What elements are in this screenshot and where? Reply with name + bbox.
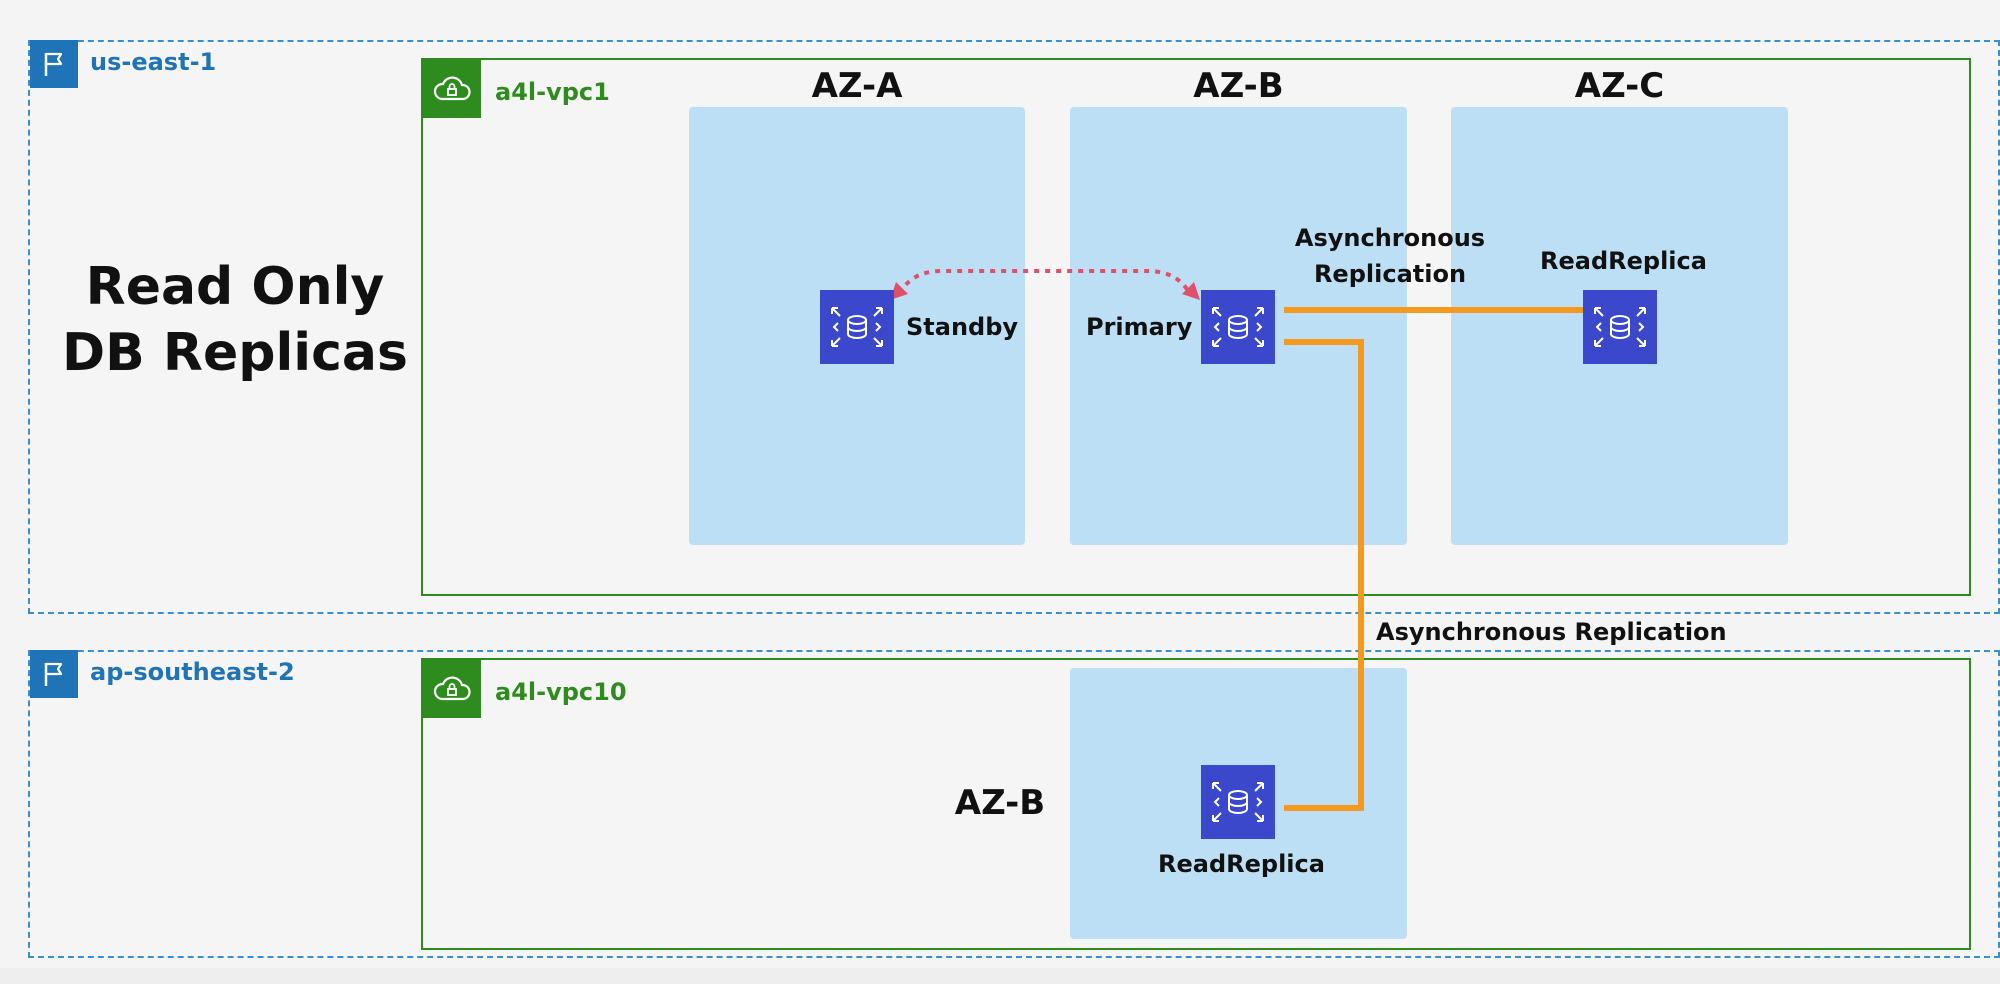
replication-line-primary-to-azc: [1284, 307, 1586, 313]
region-ap-southeast-2: [28, 650, 2000, 958]
region-label-us-east-1: us-east-1: [90, 48, 217, 76]
standby-db-icon[interactable]: [820, 290, 894, 364]
read-replica-azc-db-icon[interactable]: [1583, 290, 1657, 364]
az-b-title: AZ-B: [1193, 66, 1284, 106]
async-replication-line-1: Asynchronous: [1294, 224, 1486, 252]
vpc-label-a4l-vpc1: a4l-vpc1: [495, 78, 610, 106]
cloud-lock-icon: [423, 60, 481, 118]
flag-icon: [30, 40, 78, 88]
cloud-lock-icon: [423, 660, 481, 718]
vpc-a4l-vpc10: [421, 658, 1971, 950]
primary-label: Primary: [1086, 313, 1193, 341]
bottom-strip: [0, 968, 2000, 984]
vpc-label-a4l-vpc10: a4l-vpc10: [495, 678, 627, 706]
read-replica-azc-label: ReadReplica: [1540, 247, 1707, 275]
replication-line-to-apse2: [1284, 805, 1364, 811]
async-replication-label-in-region: Asynchronous Replication: [1290, 220, 1490, 292]
read-replica-apse2-db-icon[interactable]: [1201, 765, 1275, 839]
vpc-a4l-vpc1: [421, 58, 1971, 596]
region-label-ap-southeast-2: ap-southeast-2: [90, 658, 295, 686]
sync-replication-arrow: [890, 269, 1200, 300]
title-line-2: DB Replicas: [62, 323, 408, 383]
async-replication-label-cross-region: Asynchronous Replication: [1376, 618, 1727, 646]
title-line-1: Read Only: [85, 257, 385, 317]
az-c-title: AZ-C: [1574, 66, 1665, 106]
primary-db-icon[interactable]: [1201, 290, 1275, 364]
standby-label: Standby: [906, 313, 1019, 341]
replication-line-vertical: [1358, 339, 1364, 811]
async-replication-line-2: Replication: [1313, 260, 1467, 288]
flag-icon: [30, 650, 78, 698]
diagram-title: Read Only DB Replicas: [60, 254, 410, 386]
az-b-apse2-title: AZ-B: [954, 783, 1046, 823]
read-replica-apse2-label: ReadReplica: [1158, 850, 1325, 878]
az-a-title: AZ-A: [811, 66, 903, 106]
replication-line-primary-out: [1284, 339, 1364, 345]
